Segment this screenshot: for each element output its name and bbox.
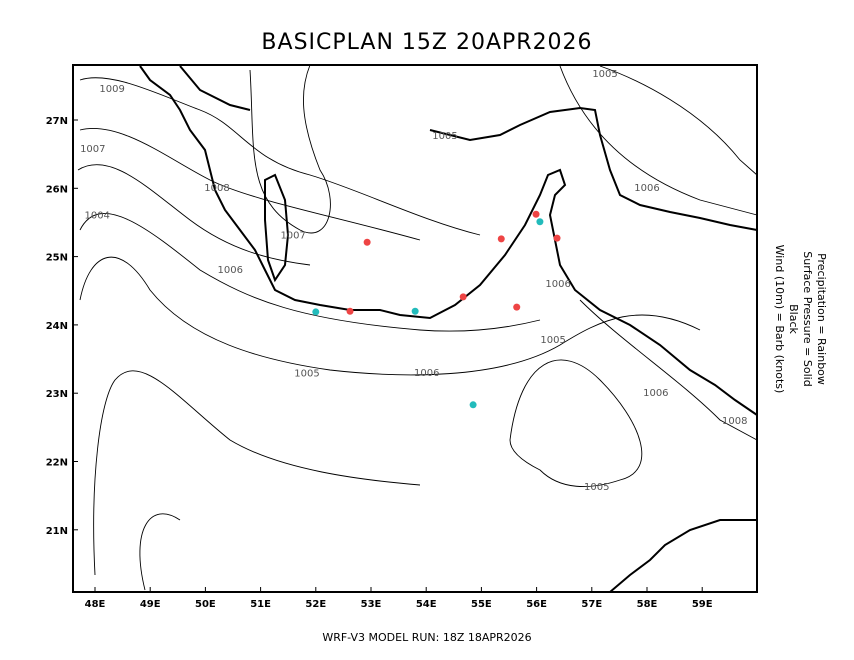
lat-tick-label: 27N xyxy=(46,116,68,127)
lon-tick-label: 50E xyxy=(195,599,216,610)
precip-point xyxy=(553,234,561,242)
contour-label: 1005 xyxy=(592,69,617,80)
lon-tick-label: 53E xyxy=(361,599,382,610)
contour-label: 1006 xyxy=(643,388,668,399)
contour-label: 1007 xyxy=(280,231,305,242)
precip-point xyxy=(459,293,467,301)
lon-tick-label: 58E xyxy=(637,599,658,610)
precip-point xyxy=(346,307,354,315)
map-title: BASICPLAN 15Z 20APR2026 xyxy=(261,30,593,55)
precip-point xyxy=(536,218,544,226)
contour-label: 1005 xyxy=(432,131,457,142)
model-run-label: WRF-V3 MODEL RUN: 18Z 18APR2026 xyxy=(322,631,532,644)
lat-tick-label: 24N xyxy=(46,321,68,332)
lat-tick-label: 25N xyxy=(46,253,68,264)
precip-point xyxy=(312,308,320,316)
contour-label: 1008 xyxy=(722,416,747,427)
pressure-contours xyxy=(77,64,758,591)
precip-point xyxy=(513,303,521,311)
contour-label: 1009 xyxy=(99,84,124,95)
lon-tick-label: 51E xyxy=(250,599,271,610)
lon-tick-label: 52E xyxy=(305,599,326,610)
contour-label: 1007 xyxy=(80,144,105,155)
map-frame xyxy=(72,64,758,593)
contour-label: 1004 xyxy=(84,210,109,221)
legend: Precipitation = Rainbow Surface Pressure… xyxy=(772,244,828,394)
precip-point xyxy=(532,210,540,218)
lat-tick-label: 21N xyxy=(46,526,68,537)
legend-precipitation: Precipitation = Rainbow xyxy=(815,253,828,385)
lon-tick-label: 54E xyxy=(416,599,437,610)
lat-tick-label: 26N xyxy=(46,184,68,195)
contour-label: 1005 xyxy=(294,369,319,380)
contour-label: 1006 xyxy=(218,265,243,276)
lat-tick-label: 23N xyxy=(46,389,68,400)
legend-wind: Wind (10m) = Barb (knots) xyxy=(773,244,786,394)
coastlines xyxy=(139,65,758,593)
precip-point xyxy=(363,238,371,246)
lon-tick-label: 49E xyxy=(140,599,161,610)
contour-label: 1006 xyxy=(634,183,659,194)
lat-tick-label: 22N xyxy=(46,458,68,469)
precip-point xyxy=(411,307,419,315)
contour-label: 1008 xyxy=(204,183,229,194)
contour-label: 1006 xyxy=(414,368,439,379)
contour-label: 1005 xyxy=(584,482,609,493)
precip-point xyxy=(497,235,505,243)
contour-label: 1005 xyxy=(540,335,565,346)
lon-tick-label: 55E xyxy=(471,599,492,610)
lon-tick-label: 48E xyxy=(85,599,106,610)
lon-tick-label: 56E xyxy=(526,599,547,610)
contour-label: 1006 xyxy=(545,279,570,290)
precip-point xyxy=(469,401,477,409)
lon-tick-label: 57E xyxy=(581,599,602,610)
lon-tick-label: 59E xyxy=(692,599,713,610)
legend-pressure: Surface Pressure = Solid Black xyxy=(787,251,814,387)
